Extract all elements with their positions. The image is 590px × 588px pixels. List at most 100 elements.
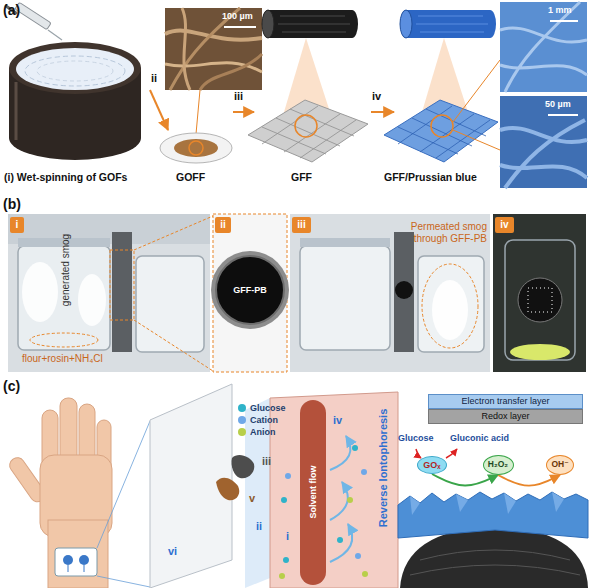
wearable-patch (79, 555, 89, 565)
ions (279, 573, 285, 579)
sensor-photo (518, 278, 562, 322)
electrode (231, 455, 254, 478)
legend-swatch (238, 404, 246, 412)
species-label: Glucose (398, 433, 434, 443)
gff-mesh (262, 106, 356, 158)
ions (279, 445, 368, 579)
reaction-arrow (498, 475, 560, 486)
node-text: H₂O₂ (488, 460, 508, 470)
ions (283, 557, 289, 563)
skin-block (270, 392, 398, 588)
process-label: Reverse Iontophoresis (377, 409, 390, 528)
step-number: iv (372, 90, 381, 103)
surface-facets (504, 493, 516, 514)
gff-pb-sem-image (500, 2, 587, 92)
callout-number: vi (168, 545, 177, 558)
ions (355, 553, 361, 559)
panel-label: (a) (3, 2, 20, 18)
node-text: Redox layer (481, 411, 529, 421)
goff-sem-image (165, 8, 262, 90)
blood-vessel (300, 400, 326, 585)
goff-sem-image (200, 54, 262, 90)
permeation-photo (418, 256, 484, 352)
scale-bar-label: 1 mm (548, 5, 572, 15)
gff-mesh (295, 115, 317, 137)
wearable-patch (68, 565, 84, 572)
gff-pb-fiber (400, 10, 412, 38)
step-tag: i (10, 217, 24, 233)
ions (362, 571, 368, 577)
goff-sem-image (182, 8, 190, 90)
annotation: generated smog (60, 234, 72, 306)
legend-text: Glucose (250, 403, 286, 413)
ion-flow-arrows (330, 524, 352, 562)
gff-fiber (268, 10, 358, 38)
gff-pb-fiber (416, 16, 488, 32)
enzyme-bubble: GOₓ (417, 456, 447, 474)
gff-fiber (262, 10, 274, 38)
step-arrow (150, 90, 168, 130)
goff-film-plate (196, 90, 200, 134)
legend-text: Anion (250, 427, 276, 437)
coagulation-bath (25, 56, 125, 86)
permeation-photo (290, 214, 490, 372)
smog-photo (8, 214, 210, 372)
wearable-patch (97, 421, 150, 548)
filter-photo (213, 214, 287, 372)
gff-mesh (248, 100, 368, 162)
smog-photo (78, 274, 106, 326)
reaction-arrow (416, 449, 421, 458)
coagulation-bath (16, 48, 134, 90)
gff-pb-sem-image (500, 2, 587, 92)
smog-photo (136, 256, 204, 352)
scale-bar-label: 100 µm (222, 11, 253, 21)
node-text: iv (500, 219, 508, 231)
surface-facets (410, 492, 564, 515)
ions (347, 497, 353, 503)
wearable-patch (97, 576, 150, 587)
ions (285, 473, 291, 479)
scale-bar-label: 50 µm (545, 99, 571, 109)
filter-photo (211, 251, 289, 329)
wearable-patch (55, 421, 150, 587)
panel-label: (b) (3, 196, 21, 212)
syringe (48, 30, 62, 40)
legend-row: Anion (238, 426, 286, 438)
node-text: GFF-PB (233, 285, 267, 295)
goff-film-plate (160, 133, 232, 163)
gff-pb-mesh (453, 60, 500, 122)
gff-mesh (248, 100, 368, 162)
species-circle: OH⁻ (546, 455, 574, 475)
gff-pb-sem-image (500, 120, 587, 188)
caption: (i) Wet-spinning of GOFs (4, 171, 127, 183)
ions (337, 537, 343, 543)
sensor-photo (493, 214, 586, 372)
ion-flow-arrows (330, 436, 352, 562)
goff-film-plate (160, 90, 232, 163)
permeation-photo (300, 246, 390, 350)
annotation: flour+rosin+NH₄Cl (22, 353, 103, 365)
caption: GFF (291, 171, 312, 183)
coagulation-bath (9, 42, 141, 160)
goff-film-plate (189, 141, 203, 155)
step-number: ii (151, 72, 157, 85)
legend-text: Cation (250, 415, 278, 425)
light-beam (422, 38, 468, 112)
step-arrow (371, 111, 394, 113)
gff-pb-sem-image (500, 2, 587, 188)
goff-sem-image (224, 26, 256, 28)
step-number: iii (234, 90, 243, 103)
permeation-photo (290, 214, 490, 372)
gff-fiber (278, 16, 350, 32)
smog-photo (22, 262, 58, 322)
ions (281, 497, 287, 503)
layer-band: Electron transfer layer (428, 394, 583, 409)
species-circle: H₂O₂ (483, 455, 514, 475)
legend-swatch (238, 416, 246, 424)
step-tag: ii (215, 217, 231, 233)
smog-photo (30, 333, 98, 347)
step-arrow (233, 111, 254, 113)
gff-pb-fiber (400, 10, 496, 38)
wearable-patch (55, 548, 97, 576)
